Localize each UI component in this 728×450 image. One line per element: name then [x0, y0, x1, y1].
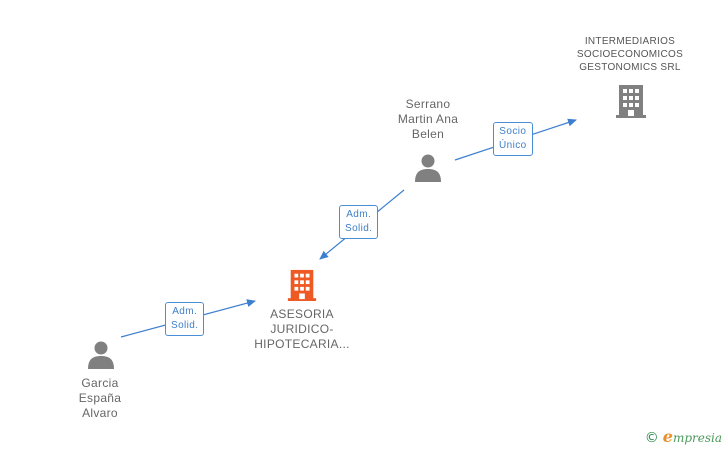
brand-name: mpresia — [672, 431, 722, 445]
node-label-line: Garcia — [81, 376, 119, 390]
node-label-line: Belen — [411, 127, 445, 141]
node-label-asesoria[interactable]: ASESORIA JURIDICO- HIPOTECARIA... — [245, 307, 359, 352]
edge-label-line: Único — [499, 140, 527, 151]
building-icon[interactable] — [286, 268, 318, 302]
node-label-line: INTERMEDIARIOS — [584, 36, 676, 47]
node-label-line: GESTONOMICS SRL — [579, 62, 681, 73]
edge-label-line: Adm. — [172, 306, 198, 317]
brand-logo: ©empresia — [645, 427, 722, 446]
edge-label-socio-unico[interactable]: Socio Único — [493, 122, 533, 156]
node-label-line: Martin Ana — [397, 112, 459, 126]
node-label-line: Serrano — [405, 97, 451, 111]
node-label-line: SOCIOECONOMICOS — [576, 49, 684, 60]
node-label-line: Alvaro — [82, 406, 118, 420]
node-label-line: JURIDICO- — [270, 322, 334, 336]
node-label-line: HIPOTECARIA... — [254, 337, 350, 351]
node-label-line: España — [78, 391, 122, 405]
building-icon[interactable] — [614, 84, 648, 118]
edge-label-line: Socio — [499, 126, 527, 137]
person-icon[interactable] — [86, 340, 116, 370]
edge-label-line: Solid. — [345, 223, 373, 234]
node-label-intermediarios[interactable]: INTERMEDIARIOS SOCIOECONOMICOS GESTONOMI… — [560, 35, 700, 74]
copyright-icon: © — [644, 430, 659, 446]
node-label-line: ASESORIA — [270, 307, 334, 321]
edge-label-adm-solid-serrano[interactable]: Adm. Solid. — [339, 205, 379, 239]
edge-label-line: Adm. — [346, 209, 372, 220]
person-icon[interactable] — [413, 153, 443, 183]
node-label-serrano[interactable]: Serrano Martin Ana Belen — [385, 97, 471, 142]
edge-label-line: Solid. — [171, 320, 199, 331]
edge-label-adm-solid-garcia[interactable]: Adm. Solid. — [165, 302, 205, 336]
node-label-garcia[interactable]: Garcia España Alvaro — [60, 376, 140, 421]
brand-initial: e — [662, 427, 673, 446]
